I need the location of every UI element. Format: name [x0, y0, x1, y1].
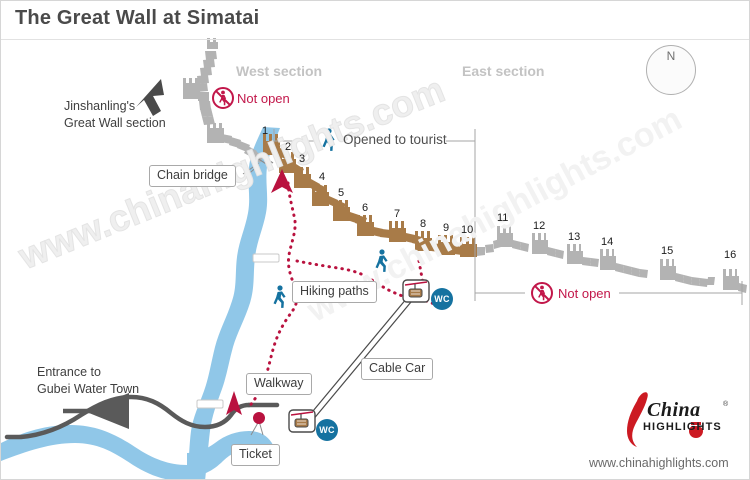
logo-secondary-text: HIGHLIGHTS [643, 421, 722, 433]
west-not-open-label: Not open [237, 91, 290, 106]
river-water [1, 127, 280, 479]
no-pedestrian-icon-east [531, 282, 553, 304]
compass-rose: N [646, 45, 696, 95]
cable-car-line [307, 291, 417, 422]
bridge-marker [196, 253, 280, 409]
tower-number-11: 11 [497, 212, 509, 224]
ticket-dot-icon [253, 412, 265, 424]
walking-person-icon-trail-b [273, 285, 286, 308]
brand-logo-swoosh [627, 392, 703, 447]
legend-bracket [273, 129, 743, 305]
callout-ticket[interactable]: Ticket [231, 444, 280, 466]
tower-number-14: 14 [601, 236, 614, 248]
site-url: www.chinahighlights.com [589, 456, 729, 470]
registered-mark: ® [723, 401, 729, 408]
wall-east-closed [477, 226, 747, 293]
wc-badge-upper: WC [431, 288, 453, 310]
east-not-open-label: Not open [558, 286, 611, 301]
wc-badge-lower: WC [316, 419, 338, 441]
tower-number-2: 2 [285, 141, 292, 153]
callout-walkway[interactable]: Walkway [246, 373, 312, 395]
tower-number-15: 15 [661, 245, 674, 257]
tower-number-4: 4 [319, 171, 326, 183]
tower-number-6: 6 [362, 202, 369, 214]
callout-chain-bridge[interactable]: Chain bridge [149, 165, 236, 187]
jinshanling-note-line2: Great Wall section [64, 116, 166, 130]
cable-car-icon-upper [402, 279, 430, 303]
walking-person-icon-trail-a [375, 249, 388, 272]
callout-hiking-paths[interactable]: Hiking paths [292, 281, 377, 303]
east-section-label: East section [462, 63, 545, 79]
jinshanling-arrow-icon [136, 79, 164, 116]
tower-number-8: 8 [420, 218, 427, 230]
entrance-note-line2: Gubei Water Town [37, 382, 140, 396]
jinshanling-note-line1: Jinshanling's [64, 99, 136, 113]
tower-number-10: 10 [461, 224, 474, 236]
west-section-label: West section [236, 63, 323, 79]
cable-car-icon-lower [288, 409, 316, 433]
entrance-note-line1: Entrance to [37, 365, 101, 379]
compass-north-label: N [666, 49, 676, 63]
tower-number-9: 9 [443, 222, 450, 234]
chain-bridge-marker [256, 153, 274, 168]
path-direction-arrow [226, 169, 293, 415]
tower-number-1: 1 [262, 125, 269, 137]
tower-number-5: 5 [338, 187, 345, 199]
wall-open-section [263, 134, 477, 257]
wall-west-closed [183, 38, 264, 163]
no-pedestrian-icon-west [212, 87, 234, 109]
page-title: The Great Wall at Simatai [15, 7, 260, 29]
opened-to-tourist-label: Opened to tourist [343, 132, 447, 147]
tower-number-3: 3 [299, 153, 306, 165]
tower-number-7: 7 [394, 208, 401, 220]
tower-number-13: 13 [568, 231, 581, 243]
access-road [4, 393, 280, 440]
walking-person-icon-legend [322, 128, 335, 151]
brand-logo[interactable]: China HIGHLIGHTS ® [621, 397, 733, 443]
callout-cable-car[interactable]: Cable Car [361, 358, 434, 380]
tower-number-16: 16 [724, 249, 737, 261]
title-divider [1, 39, 749, 40]
tower-number-12: 12 [533, 220, 546, 232]
logo-primary-text: China [647, 399, 701, 421]
